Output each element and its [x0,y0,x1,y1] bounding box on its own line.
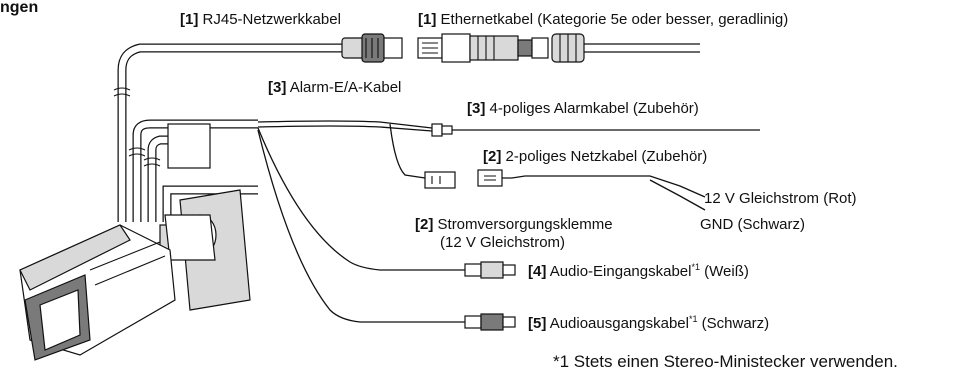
svg-text:12 V Gleichstrom (Rot): 12 V Gleichstrom (Rot) [704,190,857,207]
svg-text:[5] Audioausgangskabel*1 (Schw: [5] Audioausgangskabel*1 (Schwarz) [528,314,769,332]
footnote: *1 Stets einen Stereo-Ministecker verwen… [553,352,898,371]
svg-text:[1] Ethernetkabel (Kategorie 5: [1] Ethernetkabel (Kategorie 5e oder bes… [418,11,788,28]
ethernet-cable [417,33,700,63]
svg-text:[3] 4-poliges Alarmkabel (Zube: [3] 4-poliges Alarmkabel (Zubehör) [467,100,699,117]
label-audio-out: [5] Audioausgangskabel*1 (Schwarz) [528,314,769,332]
svg-text:[2] Stromversorgungsklemme: [2] Stromversorgungsklemme [415,216,613,233]
label-gnd: GND (Schwarz) [700,216,805,233]
label-power-terminal: [2] Stromversorgungsklemme (12 V Gleichs… [415,216,613,251]
cable-tubes [128,119,258,222]
svg-text:[2] 2-poliges Netzkabel (Zubeh: [2] 2-poliges Netzkabel (Zubehör) [483,148,707,165]
label-ethernet: [1] Ethernetkabel (Kategorie 5e oder bes… [418,11,788,28]
bullet-camera [19,189,251,361]
svg-text:GND (Schwarz): GND (Schwarz) [700,216,805,233]
label-rj45: [1] RJ45-Netzwerkkabel [180,11,341,28]
svg-text:[1] RJ45-Netzwerkkabel: [1] RJ45-Netzwerkkabel [180,11,341,28]
label-audio-in: [4] Audio-Eingangskabel*1 (Weiß) [528,262,749,280]
svg-text:[3] Alarm-E/A-Kabel: [3] Alarm-E/A-Kabel [268,79,401,96]
power-cable-2pin [477,169,706,211]
label-dc-red: 12 V Gleichstrom (Rot) [704,190,857,207]
heading-fragment: ngen [0,0,38,16]
label-alarm-4pin: [3] 4-poliges Alarmkabel (Zubehör) [467,100,699,117]
svg-text:[4] Audio-Eingangskabel*1 (Wei: [4] Audio-Eingangskabel*1 (Weiß) [528,262,749,280]
svg-text:(12 V Gleichstrom): (12 V Gleichstrom) [440,234,565,251]
label-power-2pin: [2] 2-poliges Netzkabel (Zubehör) [483,148,707,165]
label-alarm-io: [3] Alarm-E/A-Kabel [268,79,401,96]
svg-text:*1 Stets einen Stereo-Ministe: *1 Stets einen Stereo-Ministecker verwen… [553,352,898,371]
alarm-io-cable [257,120,760,189]
rj45-network-cable [113,33,403,222]
audio-cables [257,127,516,331]
